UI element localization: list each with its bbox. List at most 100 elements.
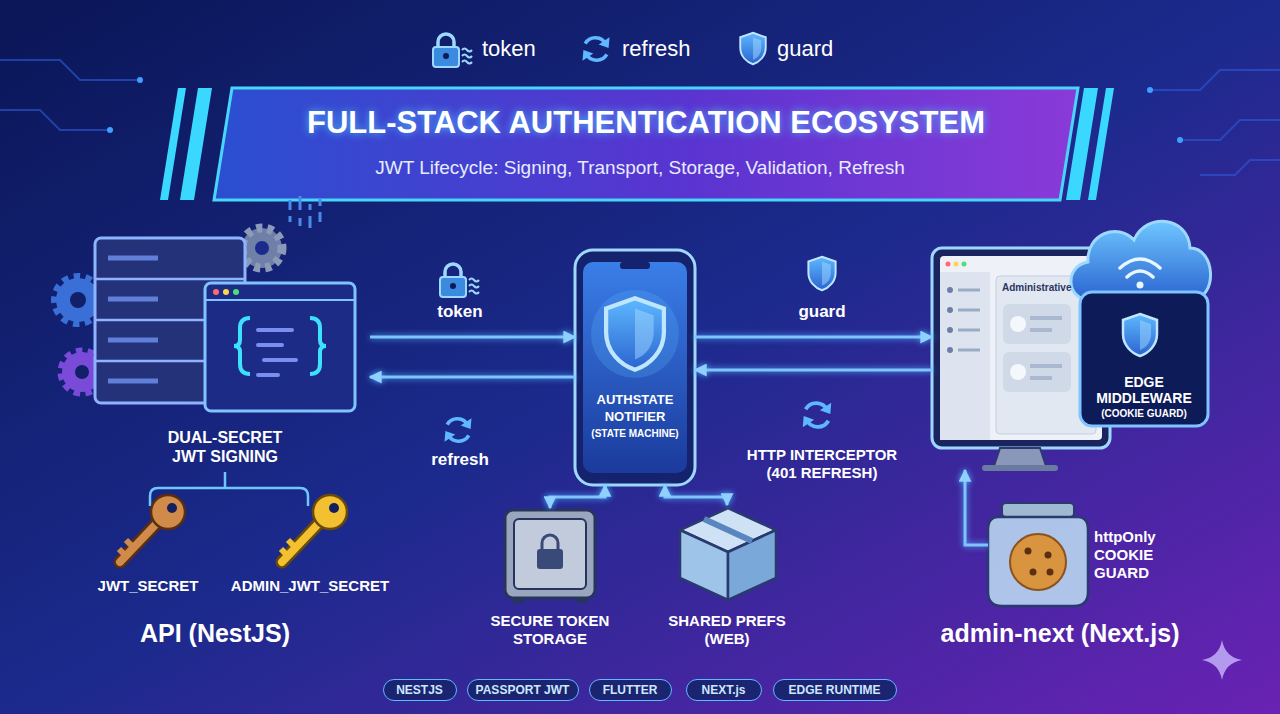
pill-text: FLUTTER [589,679,672,701]
secure-storage: SECURE TOKEN STORAGE [500,508,600,648]
circuit-dot [1177,137,1183,143]
window-dot [213,289,219,295]
node-label: DUAL-SECRET JWT SIGNING [160,428,290,466]
circuit-dot [137,77,143,83]
title-banner [214,88,1078,200]
box-side [680,530,728,600]
flow-arrow [550,485,605,508]
sidebar-item [958,290,980,350]
key-hole [329,503,339,513]
tech-pill: NEXT.js [686,679,762,701]
refresh-icon [445,418,472,441]
wifi-dot [1137,282,1144,289]
edge-label: guard [782,302,862,322]
cookie-chip [1047,569,1054,576]
circuit-dot [107,127,113,133]
flow-arrow [965,470,988,545]
cookie-chip [1030,569,1037,576]
lock-icon [433,34,472,67]
key-head [151,495,185,529]
icon-caption: refresh [622,36,712,62]
window-dot [954,262,959,267]
shield-icon [606,298,664,369]
window-dot [946,262,951,267]
key-teeth [281,540,296,556]
card-line [1030,366,1062,378]
tech-pill: NESTJS [383,679,457,701]
code-line [258,330,296,375]
panel-card [1003,352,1071,392]
key-shaft [120,522,158,562]
edge-label: refresh [420,450,500,470]
node-label: (COOKIE GUARD) [1080,408,1208,420]
tech-pill: PASSPORT JWT [467,679,579,701]
node-label: SHARED PREFS (WEB) [657,612,797,648]
safe-door [514,519,586,589]
monitor-stand [994,448,1046,466]
shield-icon [1123,314,1157,356]
node-label: (STATE MACHINE) [575,428,695,440]
key-shaft [120,522,158,562]
window-dot [223,289,229,295]
gear-hub [75,365,89,379]
node-label: httpOnly COOKIE GUARD [1094,528,1178,582]
title: FULL-STACK AUTHENTICATION ECOSYSTEM [214,104,1078,142]
node-label: AUTHSTATE NOTIFIER [580,391,690,425]
pill-text: EDGE RUNTIME [773,679,897,701]
safe-body [505,510,595,598]
admin-monitor: admin-next (Next.js) [932,248,1110,470]
safe-lock [537,549,563,569]
api-service: DUAL-SECRET JWT SIGNING API (NestJS) [60,240,370,660]
refresh-icon [803,403,832,428]
edge-middleware: EDGE MIDDLEWARE (COOKIE GUARD) [1078,222,1210,428]
binary-stream [290,196,320,228]
pill-text: NESTJS [383,679,457,701]
node-label: admin-next (Next.js) [910,618,1210,648]
shield-icon [808,257,835,291]
pill-text: NEXT.js [686,679,762,701]
flow-arrow [370,336,575,339]
window-bar [205,299,355,301]
circuit-dot [1147,87,1153,93]
node-label: EDGE MIDDLEWARE [1080,374,1208,406]
icon-caption: token [482,36,562,62]
key-head [313,495,347,529]
lock-icon [440,264,479,297]
monitor-base [982,465,1058,471]
shared-prefs: SHARED PREFS (WEB) [672,505,782,648]
flow-arrow [370,376,575,379]
edge-label: token [420,302,500,322]
subtitle: JWT Lifecycle: Signing, Transport, Stora… [240,156,1040,180]
panel-card [1003,304,1071,344]
tech-pill: EDGE RUNTIME [773,679,897,701]
cloud [1071,221,1211,300]
mobile-app: AUTHSTATE NOTIFIER (STATE MACHINE) [575,250,695,485]
window-dot [233,289,239,295]
cookie-chip [1045,552,1052,559]
wifi-signal [1120,259,1160,277]
key-shaft [282,522,320,562]
cookie [1010,534,1066,590]
jar-body [988,517,1088,606]
sidebar [940,272,990,440]
card-avatar [1010,364,1026,380]
code-window [205,283,355,411]
key-teeth [119,540,134,556]
shield-glow [591,290,679,378]
flow-arrow [665,485,727,505]
node-label: API (NestJS) [60,618,370,648]
connectors [370,337,988,545]
sparkle [1202,640,1242,680]
box-tape [704,519,752,541]
drive-slot [108,258,158,381]
icon-caption: guard [777,36,857,62]
card-line [1030,318,1062,330]
code-brace [310,318,326,374]
key-hole [167,503,177,513]
middleware-panel [1080,292,1208,426]
gear-hub [70,292,86,308]
node-label: SECURE TOKEN STORAGE [480,612,620,648]
refresh-icon [583,37,610,60]
flow-arrow [695,369,932,372]
